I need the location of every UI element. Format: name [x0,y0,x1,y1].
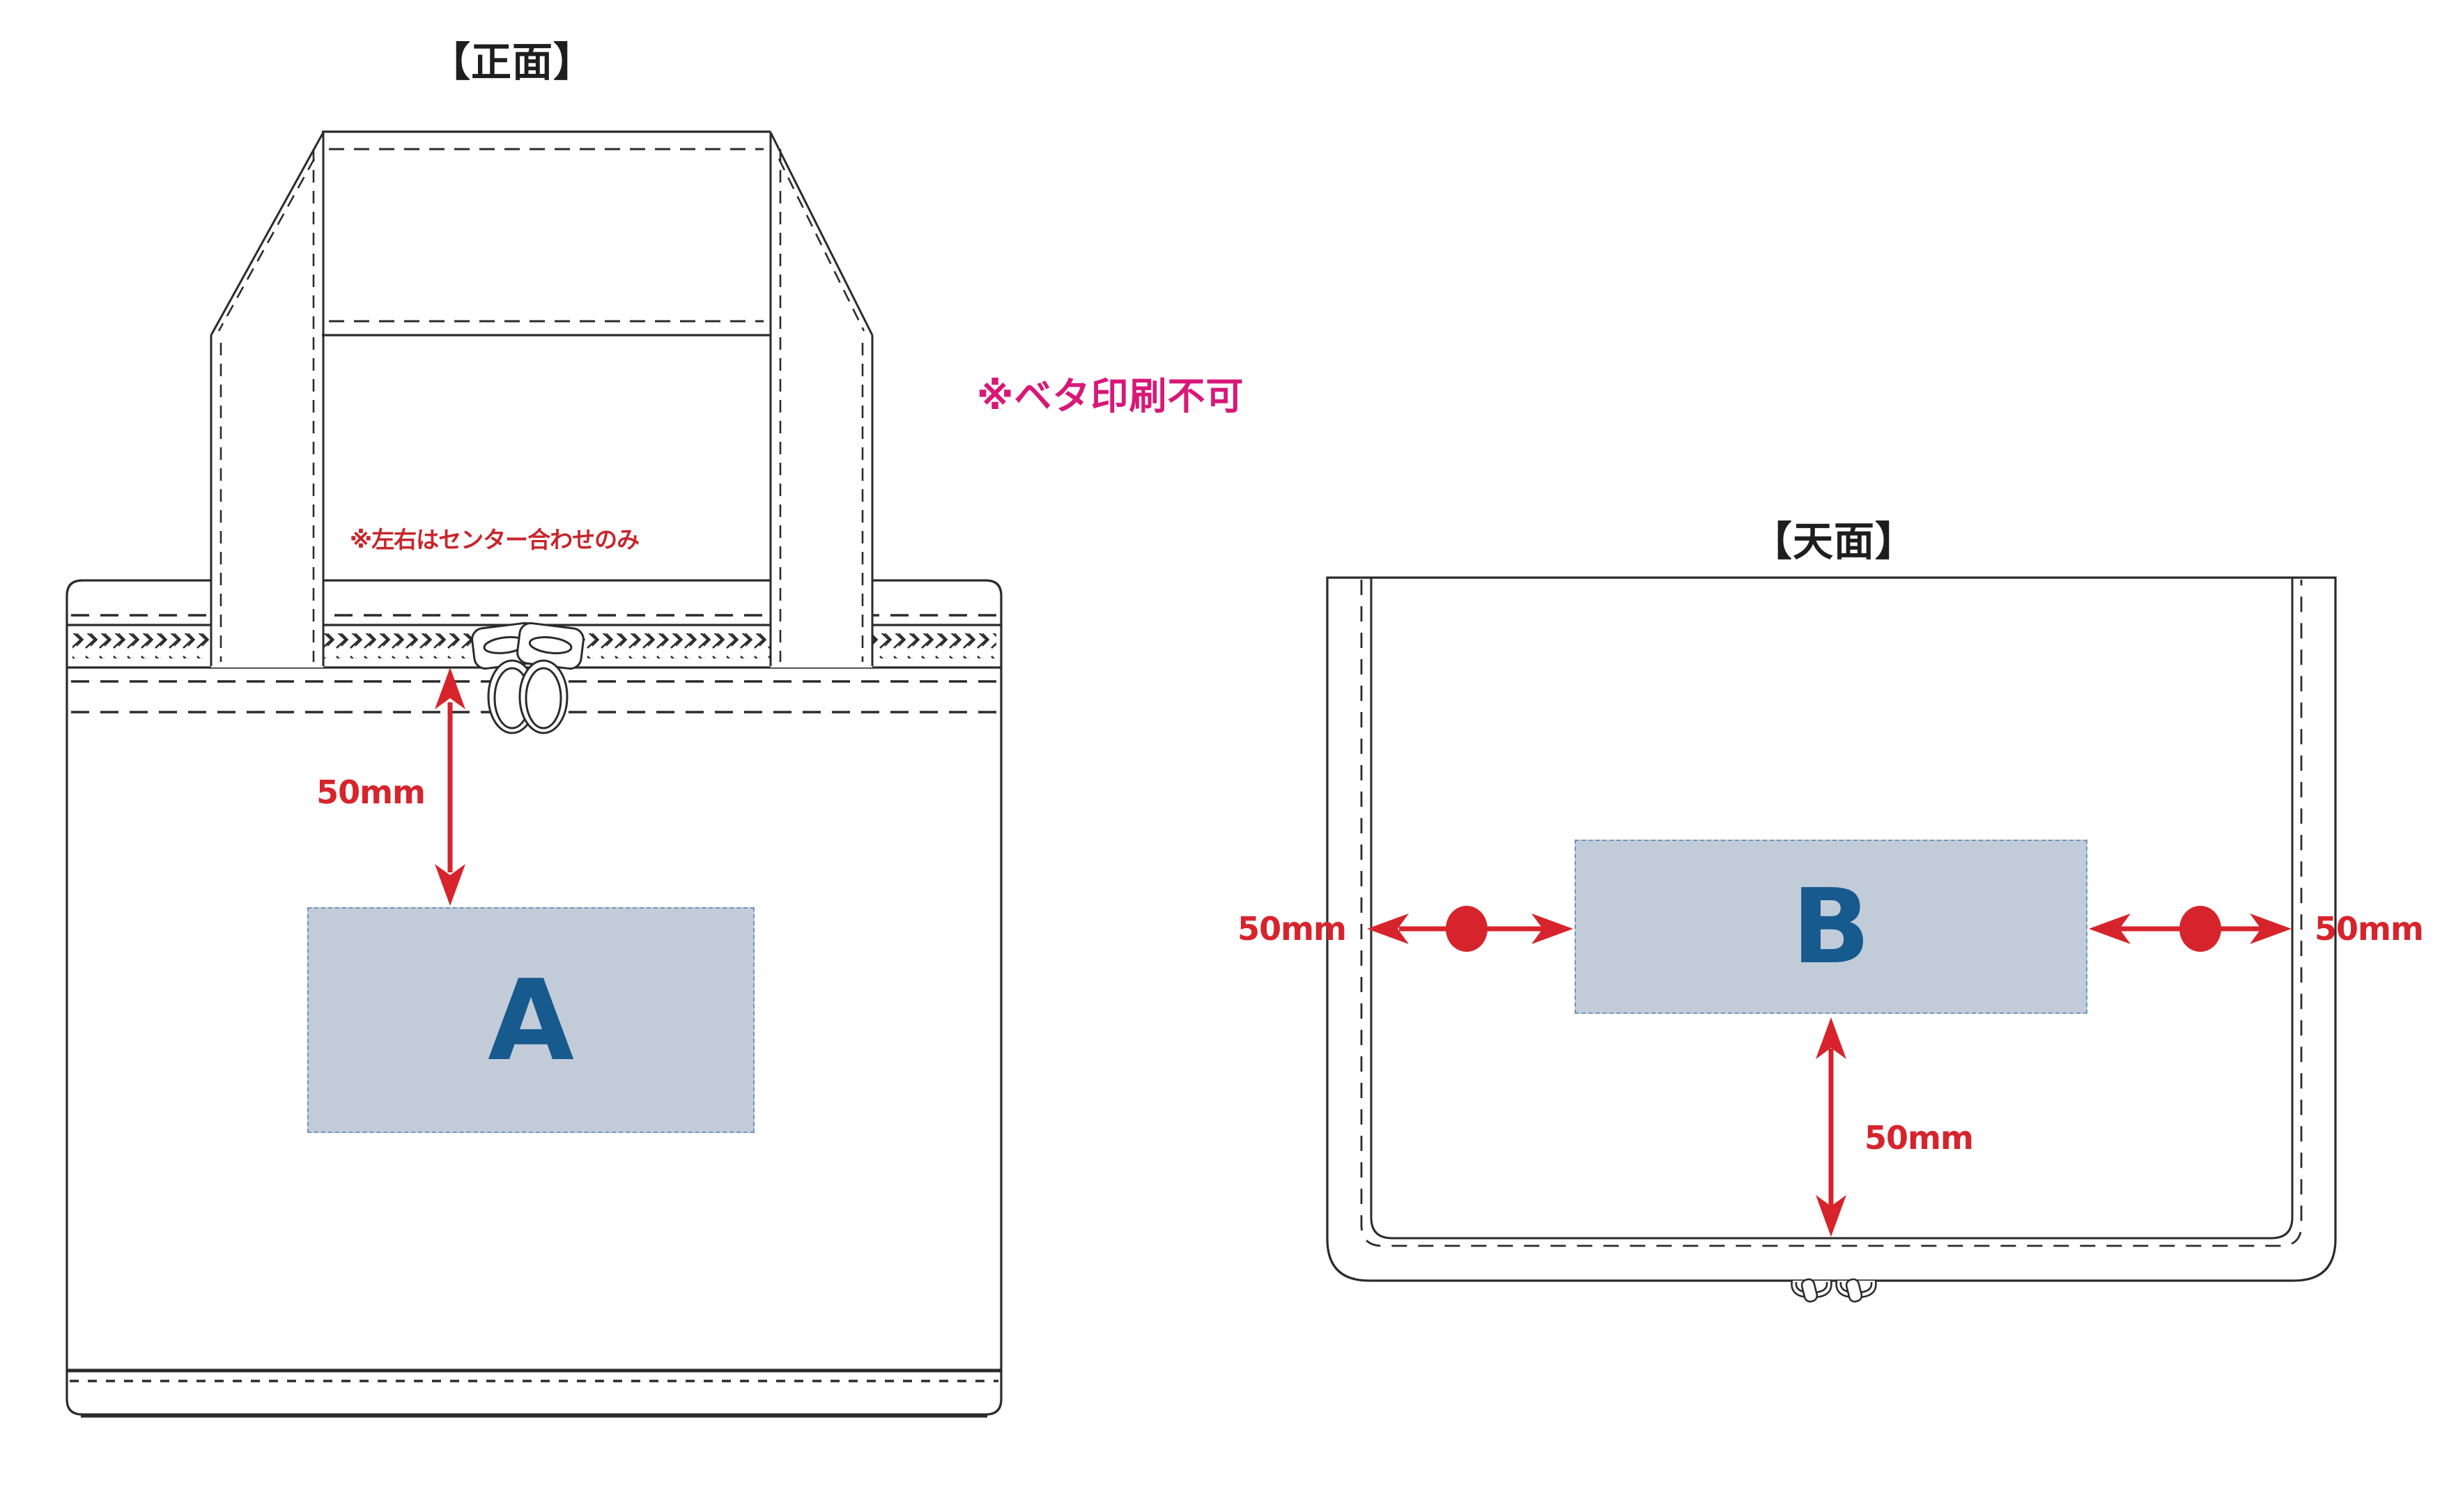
top-bottom-margin-label: 50mm [1864,1119,1974,1157]
print-area-b: B [1575,840,2087,1014]
top-view-title: 【天面】 [1751,518,1916,565]
top-right-margin-label: 50mm [2315,910,2424,948]
front-handles [210,130,874,668]
top-bottom-margin-arrow [1816,1017,1846,1237]
top-view-zipper-pulls [1791,1278,1877,1303]
front-top-margin-label: 50mm [316,773,426,811]
print-area-a-label: A [488,955,574,1086]
top-right-margin-arrow [2089,906,2292,952]
solid-print-warning: ※ベタ印刷不可 [977,374,1244,418]
right-strap [769,132,874,666]
left-strap [210,132,325,666]
top-view-stitch-line [1360,580,2303,1247]
top-view-inner-line [1370,578,2294,1240]
front-center-align-note: ※左右はセンター合わせのみ [350,526,640,553]
right-center-dot [2179,906,2221,952]
print-area-b-label: B [1791,867,1871,987]
top-left-margin-arrow [1367,906,1573,952]
top-left-margin-label: 50mm [1237,910,1347,948]
left-center-dot [1446,906,1488,952]
dimension-arrows [435,668,2292,1237]
print-area-a: A [307,907,755,1133]
front-view-title: 【正面】 [429,38,594,86]
front-top-margin-arrow [435,668,465,906]
front-zipper-pulls [471,622,585,734]
